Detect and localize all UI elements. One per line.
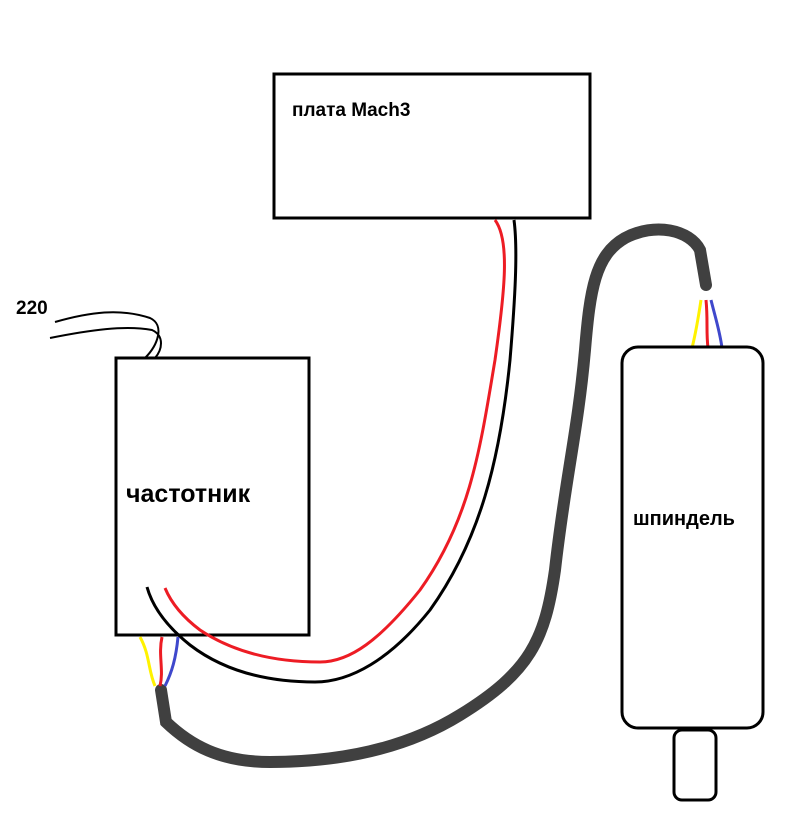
signal-wire-red <box>163 219 506 664</box>
power-label: 220 <box>16 298 48 319</box>
vfd-label: частотник <box>126 480 251 508</box>
spindle-label: шпиндель <box>633 508 735 530</box>
vfd-wire-blue <box>163 636 180 687</box>
spindle-wire-red <box>704 299 710 349</box>
signal-wire-black <box>145 219 518 684</box>
vfd-wire-red <box>158 636 164 687</box>
motor-cable <box>155 223 712 769</box>
spindle-tip <box>672 728 718 802</box>
mach3-board-label: плата Mach3 <box>292 100 411 121</box>
power-wire <box>49 311 162 359</box>
mach3-board-box <box>272 72 592 220</box>
spindle-wire-blue <box>709 299 724 349</box>
spindle-box <box>620 345 765 730</box>
vfd-wire-yellow <box>138 636 157 687</box>
spindle-wire-yellow <box>690 299 703 349</box>
